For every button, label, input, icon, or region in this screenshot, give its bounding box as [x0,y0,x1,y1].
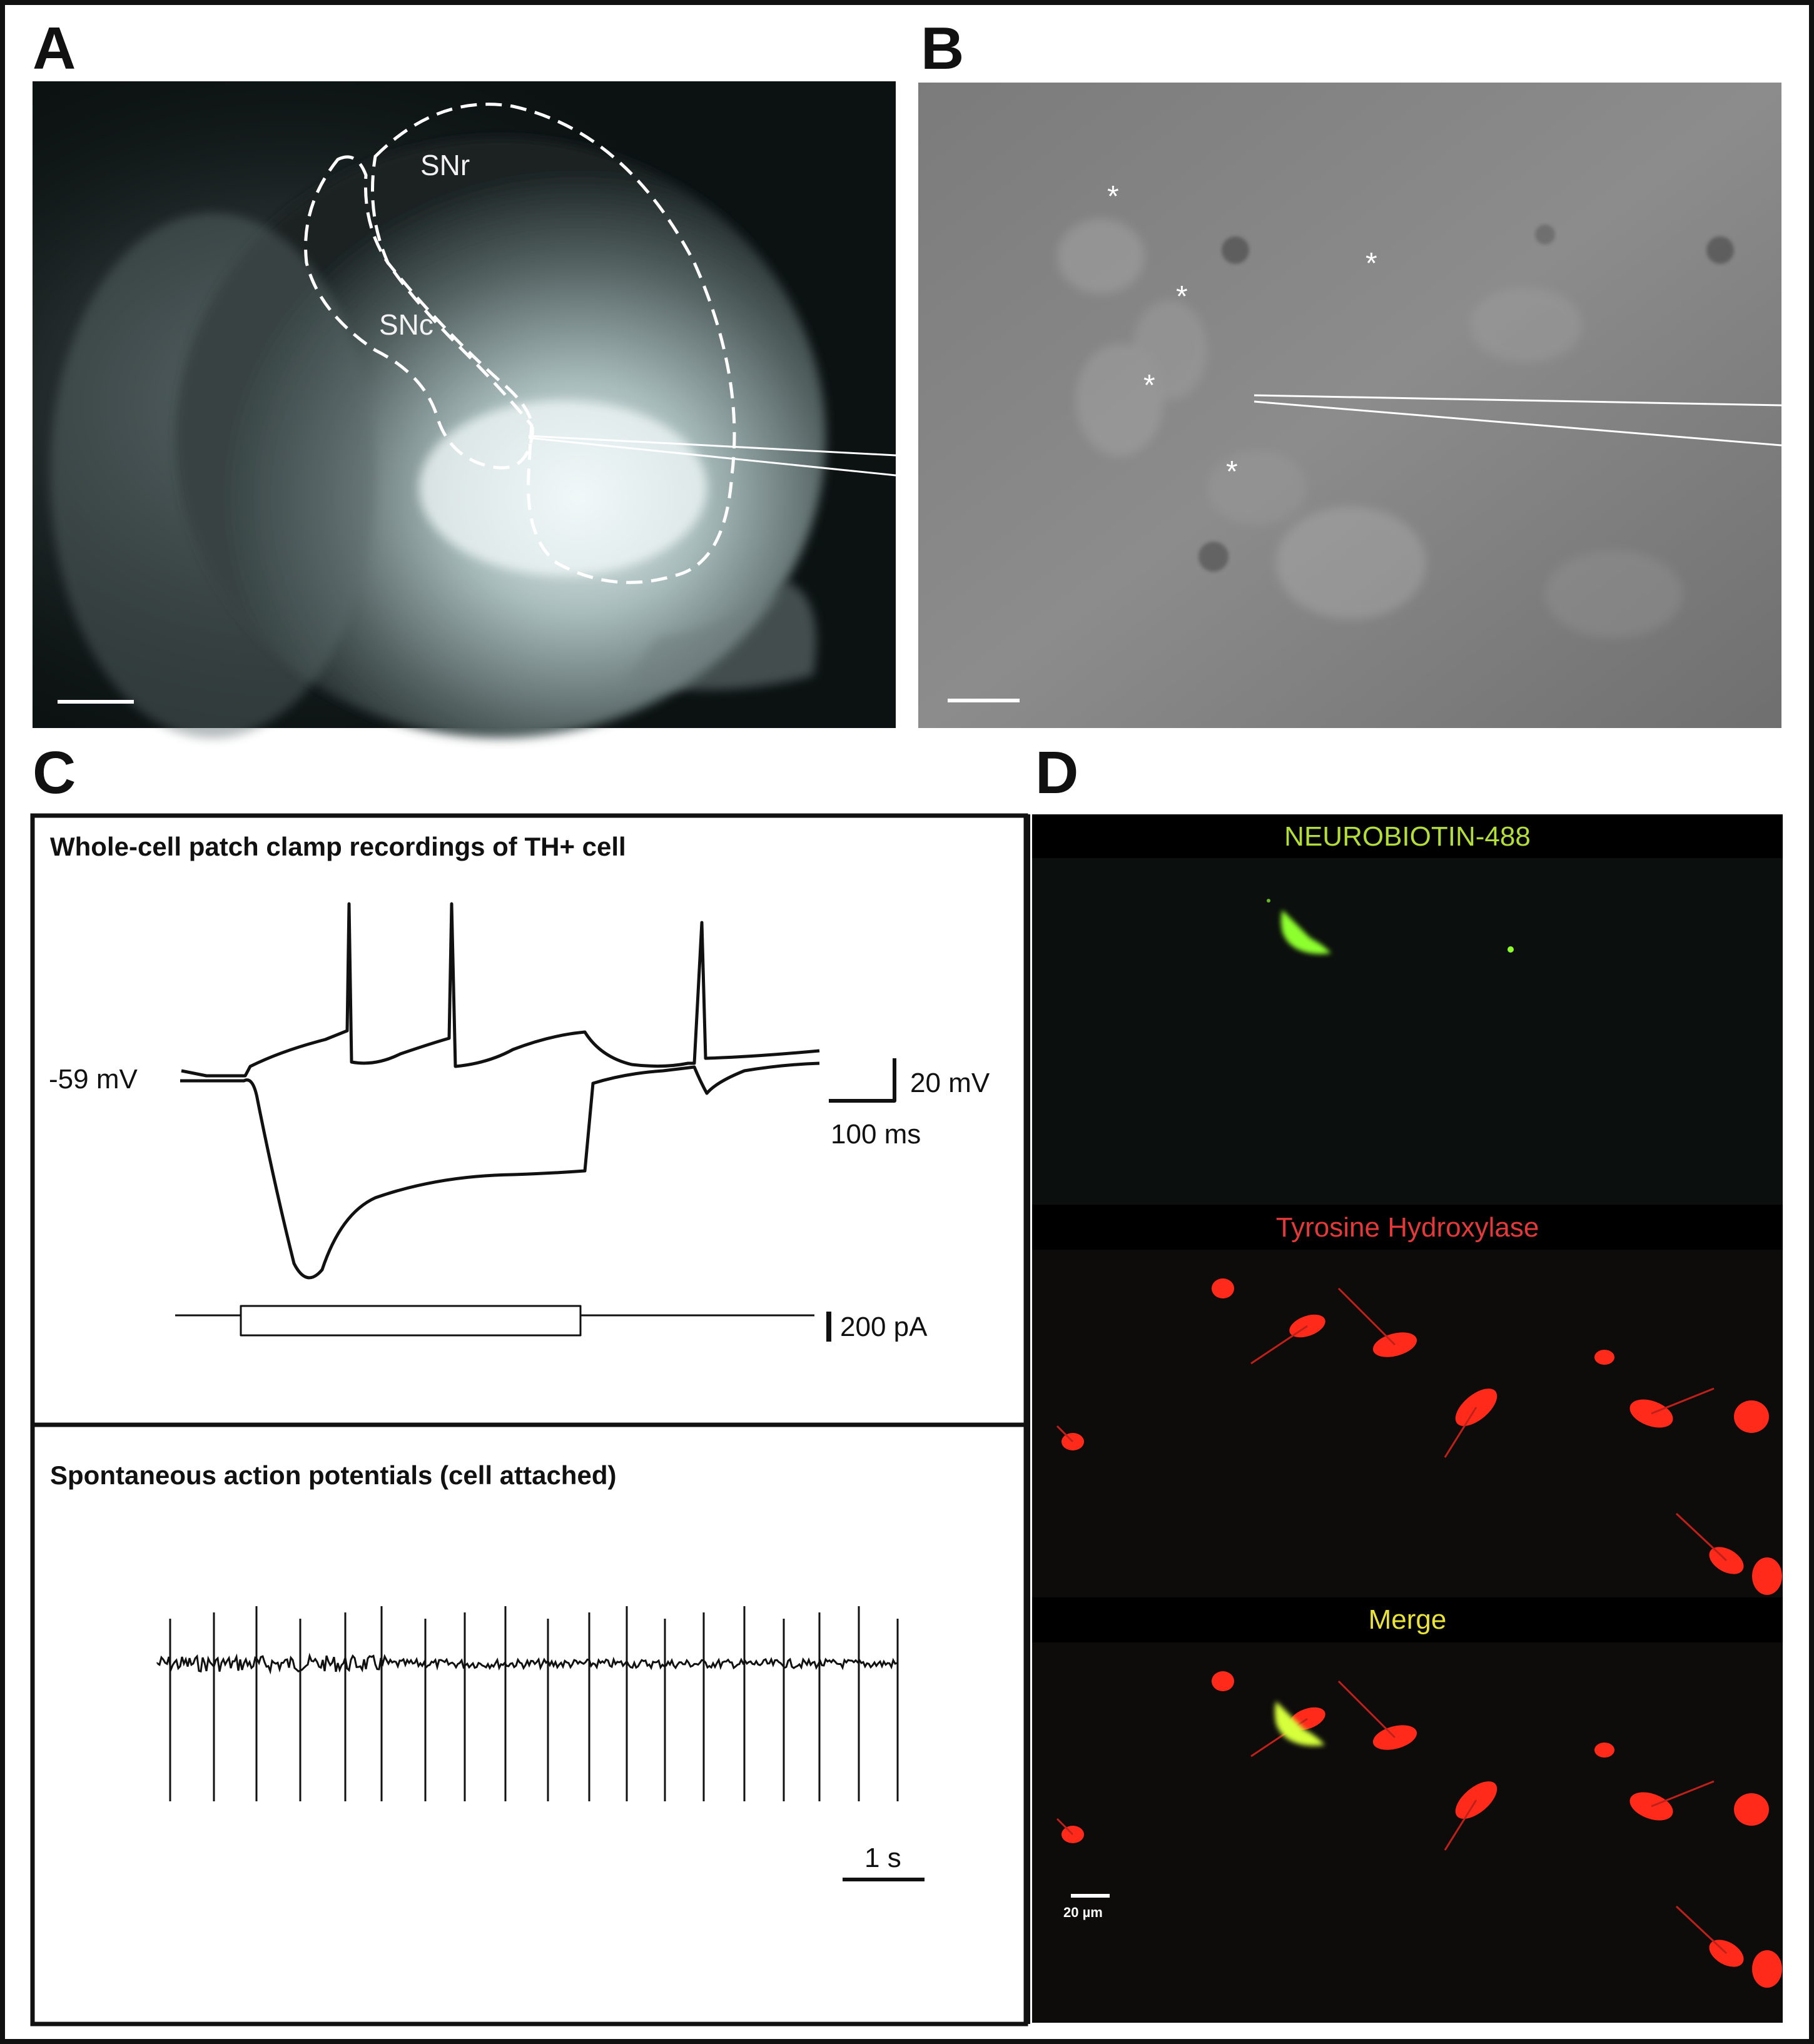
snc-outline [304,155,534,470]
th-cell [1594,1350,1614,1365]
channel-tyrosine-title: Tyrosine Hydroxylase [1276,1212,1539,1243]
th-cell [1212,1671,1234,1691]
whole-cell-traces [175,902,896,1342]
resting-potential-label: -59 mV [49,1064,138,1095]
panel-label-c: C [33,739,76,806]
th-process [1675,1905,1728,1955]
panel-label-d: D [1035,739,1078,806]
panel-d-scale-bar [1071,1894,1110,1898]
th-cell [1594,1743,1614,1758]
spontaneous-title: Spontaneous action potentials (cell atta… [50,1460,616,1490]
spontaneous-trace [156,1606,899,1801]
th-cell [1752,1950,1782,1988]
snr-outline [371,103,736,584]
panel-d-scale-label: 20 µm [1063,1905,1103,1920]
th-cell [1734,1400,1769,1433]
spont-baseline [156,1652,898,1675]
panel-c-bottom-box [30,1422,1028,2026]
label-snc: SNc [379,308,433,341]
th-process [1056,1425,1074,1443]
th-process [1056,1818,1074,1836]
panel-a-micrograph [33,81,896,738]
channel-neurobiotin-title: NEUROBIOTIN-488 [1284,821,1531,852]
th-process [1444,1799,1477,1851]
neurobiotin-image [1267,899,1514,954]
voltage-scale-label: 20 mV [910,1068,990,1098]
label-snr: SNr [420,149,470,181]
cell-marker-2: * [1176,280,1188,313]
th-process [1337,1287,1396,1346]
whole-cell-title: Whole-cell patch clamp recordings of TH+… [50,832,626,861]
spont-time-scale-label: 1 s [864,1843,901,1873]
current-scale-label: 200 pA [840,1312,928,1342]
panel-a-scale-bar [58,700,134,704]
cell-marker-3: * [1366,247,1377,280]
th-process [1337,1680,1396,1739]
tyrosine-image [1056,1278,1782,1595]
th-process [1250,1325,1308,1365]
th-cell [1752,1557,1782,1595]
channel-merge-title: Merge [1369,1604,1447,1635]
merge-image [1056,1671,1782,1988]
cell-marker-5: * [1226,455,1238,488]
th-process [1444,1407,1477,1458]
th-process [1675,1512,1728,1562]
panel-b-micrograph [918,83,1782,728]
panel-b-scale-bar [948,699,1020,702]
panel-label-b: B [921,15,964,82]
merge-green-cell [1275,1701,1325,1746]
th-cell [1734,1793,1769,1826]
cell-marker-1: * [1107,180,1119,213]
cell-marker-4: * [1143,369,1155,402]
th-process [1651,1387,1715,1415]
panel-c-top-box [30,813,1028,1427]
panel-label-a: A [33,15,76,82]
th-process [1651,1780,1715,1808]
time-scale-label: 100 ms [831,1119,921,1150]
th-cell [1212,1278,1234,1298]
